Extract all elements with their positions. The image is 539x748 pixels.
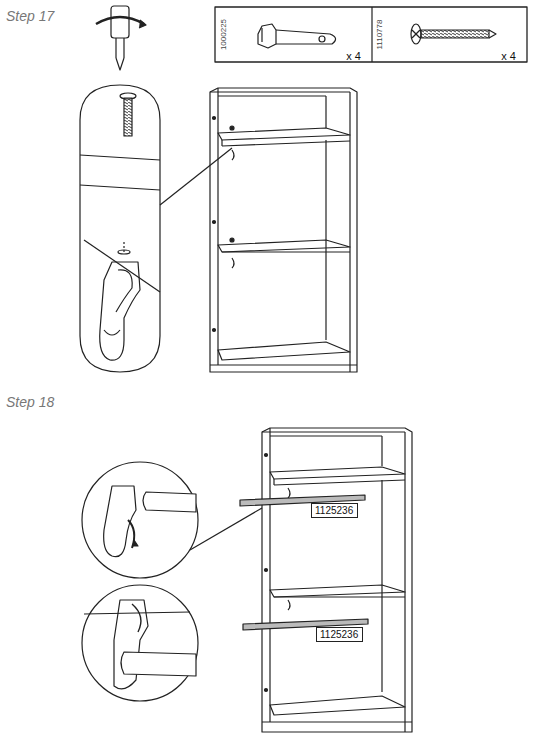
part-cell: 1110778 x 4 — [373, 8, 526, 61]
panel-divider — [371, 7, 372, 62]
zoom-detail — [80, 85, 160, 372]
wardrobe-cabinet — [210, 88, 357, 372]
step-heading: Step 17 — [6, 8, 54, 24]
part-cell: 1000225 x 4 — [216, 8, 371, 61]
rod-bracket — [100, 262, 140, 360]
rod-bracket-icon — [258, 24, 336, 48]
screw-icon — [411, 24, 496, 44]
part-number: 1125236 — [320, 629, 359, 640]
part-code: 1110778 — [376, 19, 385, 49]
part-code: 1000225 — [220, 18, 229, 49]
hanging-rod — [240, 495, 368, 630]
zoom-detail — [82, 585, 198, 701]
screwdriver — [96, 6, 146, 70]
part-number-box: 1125236 — [311, 503, 358, 518]
part-number: 1125236 — [315, 505, 354, 516]
quantity: x 4 — [501, 50, 516, 62]
rod-in-bracket — [84, 600, 196, 689]
part-number-box: 1125236 — [316, 627, 363, 642]
parts-panel — [215, 7, 527, 62]
screw — [120, 93, 136, 136]
step-heading: Step 18 — [6, 394, 54, 410]
quantity: x 4 — [346, 50, 361, 62]
rod-in-bracket — [104, 486, 196, 557]
wardrobe-cabinet — [262, 428, 412, 732]
zoom-detail — [82, 462, 198, 578]
leader-line — [160, 148, 232, 205]
